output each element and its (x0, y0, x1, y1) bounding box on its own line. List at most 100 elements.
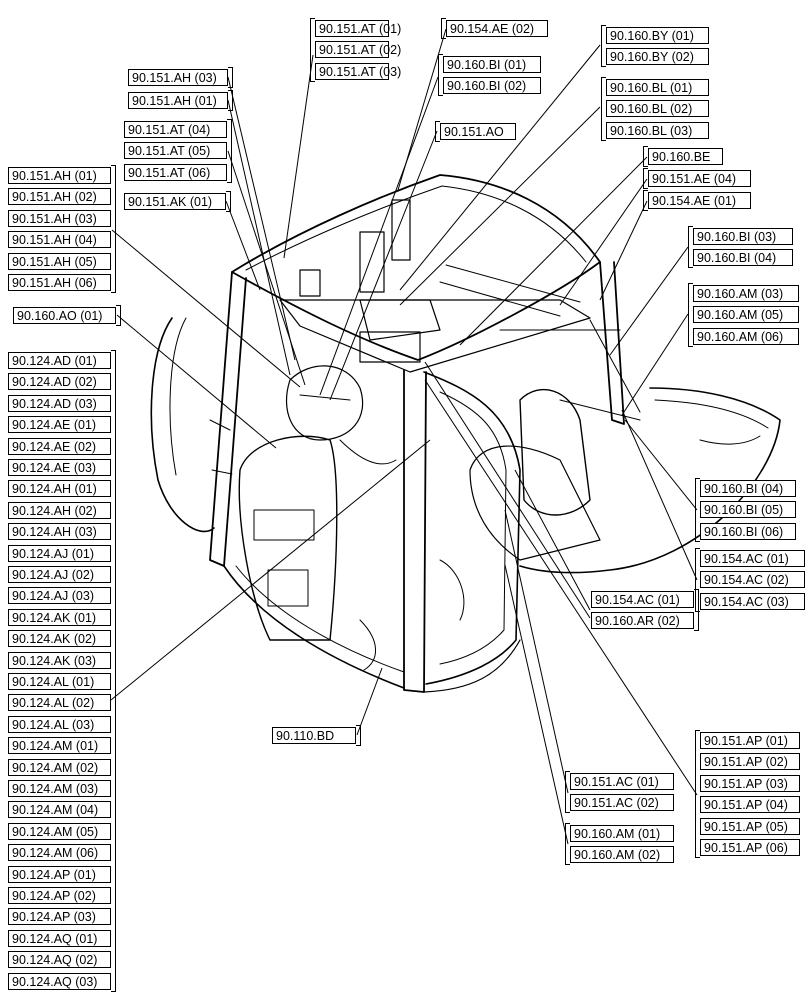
part-reference-label[interactable]: 90.124.AM (04) (8, 801, 111, 819)
part-reference-label[interactable]: 90.160.BE (648, 148, 723, 165)
part-reference-label[interactable]: 90.124.AL (01) (8, 673, 111, 690)
part-reference-label[interactable]: 90.151.AH (01) (128, 92, 228, 109)
callout-group-g2: 90.154.AE (02) (441, 18, 548, 39)
part-reference-label[interactable]: 90.154.AE (02) (446, 20, 548, 37)
part-reference-label[interactable]: 90.124.AM (03) (8, 780, 111, 797)
part-reference-label[interactable]: 90.124.AD (01) (8, 352, 111, 369)
part-reference-label[interactable]: 90.151.AP (06) (700, 839, 800, 856)
part-reference-label[interactable]: 90.124.AP (03) (8, 908, 111, 926)
part-reference-label[interactable]: 90.154.AC (02) (700, 571, 805, 589)
part-reference-label[interactable]: 90.124.AE (02) (8, 437, 111, 455)
callout-group-g5: 90.160.BL (01) 90.160.BL (02) 90.160.BL (0… (601, 77, 709, 141)
part-reference-label[interactable]: 90.151.AH (01) (8, 167, 111, 184)
part-reference-label[interactable]: 90.151.AT (02) (315, 41, 401, 59)
part-reference-label[interactable]: 90.151.AT (06) (124, 163, 227, 181)
part-reference-label[interactable]: 90.154.AC (01) (591, 591, 694, 608)
part-reference-label[interactable]: 90.151.AP (02) (700, 753, 800, 771)
part-reference-label[interactable]: 90.151.AE (04) (648, 170, 751, 187)
part-reference-label[interactable]: 90.160.AM (05) (693, 306, 799, 324)
part-reference-label[interactable]: 90.160.BI (04) (693, 249, 793, 267)
part-reference-label[interactable]: 90.151.AP (04) (700, 796, 800, 814)
part-reference-label[interactable]: 90.160.BI (06) (700, 522, 796, 540)
group-bracket (565, 823, 570, 866)
callout-group-g24: 90.151.AC (01) 90.151.AC (02) (565, 771, 674, 814)
part-reference-label[interactable]: 90.124.AL (02) (8, 694, 111, 712)
part-reference-label[interactable]: 90.151.AT (01) (315, 20, 401, 37)
part-reference-label[interactable]: 90.124.AD (02) (8, 373, 111, 391)
part-reference-label[interactable]: 90.124.AM (06) (8, 844, 111, 862)
part-reference-label[interactable]: 90.151.AT (05) (124, 142, 227, 160)
part-reference-label[interactable]: 90.151.AC (01) (570, 773, 674, 790)
part-reference-label[interactable]: 90.154.AE (01) (648, 192, 751, 209)
part-reference-label[interactable]: 90.124.AP (02) (8, 887, 111, 904)
group-bracket (228, 90, 233, 111)
callout-group-g12: 90.154.AE (01) (643, 190, 751, 211)
part-reference-label[interactable]: 90.160.BI (04) (700, 480, 796, 497)
part-reference-label[interactable]: 90.154.AC (01) (700, 550, 805, 567)
group-bracket (695, 730, 700, 858)
part-reference-label[interactable]: 90.151.AK (01) (124, 193, 226, 210)
callout-group-g20: 90.154.AC (01) 90.154.AC (02) 90.154.AC (0… (695, 548, 805, 612)
part-reference-label[interactable]: 90.151.AP (01) (700, 732, 800, 749)
part-reference-label[interactable]: 90.160.BY (01) (606, 27, 709, 44)
part-reference-label[interactable]: 90.124.AM (02) (8, 758, 111, 776)
part-reference-label[interactable]: 90.124.AQ (01) (8, 929, 111, 947)
part-reference-label[interactable]: 90.160.BY (02) (606, 48, 709, 66)
part-reference-label[interactable]: 90.124.AQ (02) (8, 951, 111, 969)
group-bracket (601, 77, 606, 141)
part-reference-label[interactable]: 90.151.AP (05) (700, 817, 800, 835)
part-reference-label[interactable]: 90.124.AM (05) (8, 822, 111, 840)
part-reference-label[interactable]: 90.151.AT (03) (315, 62, 401, 80)
part-reference-label[interactable]: 90.124.AD (03) (8, 394, 111, 412)
part-reference-label[interactable]: 90.160.AR (02) (591, 612, 694, 630)
part-reference-label[interactable]: 90.124.AK (03) (8, 651, 111, 669)
part-reference-label[interactable]: 90.160.AM (03) (693, 285, 799, 302)
part-reference-label[interactable]: 90.151.AH (02) (8, 188, 111, 206)
part-reference-label[interactable]: 90.124.AH (01) (8, 480, 111, 498)
part-reference-label[interactable]: 90.151.AC (02) (570, 794, 674, 812)
callout-group-g21: 90.154.AC (01) 90.160.AR (02) (591, 589, 699, 632)
part-reference-label[interactable]: 90.124.AH (03) (8, 523, 111, 541)
part-reference-label[interactable]: 90.124.AK (02) (8, 630, 111, 648)
part-reference-label[interactable]: 90.160.BL (03) (606, 121, 709, 139)
part-reference-label[interactable]: 90.151.AO (440, 123, 516, 140)
part-reference-label[interactable]: 90.124.AJ (01) (8, 544, 111, 562)
part-reference-label[interactable]: 90.160.AO (01) (13, 307, 116, 324)
part-reference-label[interactable]: 90.124.AE (01) (8, 416, 111, 434)
part-reference-label[interactable]: 90.151.AP (03) (700, 774, 800, 792)
part-reference-label[interactable]: 90.151.AH (03) (8, 209, 111, 227)
part-reference-label[interactable]: 90.160.BL (01) (606, 79, 709, 96)
part-reference-label[interactable]: 90.154.AC (03) (700, 592, 805, 610)
part-reference-label[interactable]: 90.124.AJ (03) (8, 587, 111, 605)
callout-group-g6: 90.151.AH (03) (128, 67, 233, 88)
part-reference-label[interactable]: 90.110.BD (272, 727, 356, 744)
part-reference-label[interactable]: 90.124.AH (02) (8, 501, 111, 519)
part-reference-label[interactable]: 90.124.AE (03) (8, 459, 111, 476)
part-reference-label[interactable]: 90.160.AM (06) (693, 327, 799, 345)
part-reference-label[interactable]: 90.151.AH (05) (8, 252, 111, 270)
part-reference-label[interactable]: 90.124.AL (03) (8, 715, 111, 733)
part-reference-label[interactable]: 90.160.AM (01) (570, 825, 674, 842)
part-reference-label[interactable]: 90.160.BI (01) (443, 56, 541, 73)
callout-group-g15: 90.160.BI (03) 90.160.BI (04) (688, 226, 793, 269)
part-reference-label[interactable]: 90.151.AH (03) (128, 69, 228, 86)
part-reference-label[interactable]: 90.124.AQ (03) (8, 972, 111, 990)
part-reference-label[interactable]: 90.124.AM (01) (8, 737, 111, 755)
group-bracket (695, 548, 700, 612)
group-bracket (227, 119, 232, 183)
group-bracket (688, 283, 693, 347)
part-reference-label[interactable]: 90.160.BI (03) (693, 228, 793, 245)
part-reference-label[interactable]: 90.124.AJ (02) (8, 566, 111, 583)
part-reference-label[interactable]: 90.160.BI (05) (700, 501, 796, 519)
part-reference-label[interactable]: 90.151.AT (04) (124, 121, 227, 138)
part-reference-label[interactable]: 90.160.AM (02) (570, 846, 674, 864)
part-reference-label[interactable]: 90.124.AK (01) (8, 608, 111, 626)
part-reference-label[interactable]: 90.151.AH (04) (8, 231, 111, 249)
part-reference-label[interactable]: 90.151.AH (06) (8, 274, 111, 291)
part-reference-label[interactable]: 90.124.AP (01) (8, 865, 111, 883)
callout-group-g25: 90.160.AM (01) 90.160.AM (02) (565, 823, 674, 866)
part-reference-label[interactable]: 90.160.BI (02) (443, 77, 541, 95)
callout-group-g23: 90.151.AP (01) 90.151.AP (02) 90.151.AP (0… (695, 730, 800, 858)
part-reference-label[interactable]: 90.160.BL (02) (606, 100, 709, 118)
callout-group-g11: 90.151.AE (04) (643, 168, 751, 189)
